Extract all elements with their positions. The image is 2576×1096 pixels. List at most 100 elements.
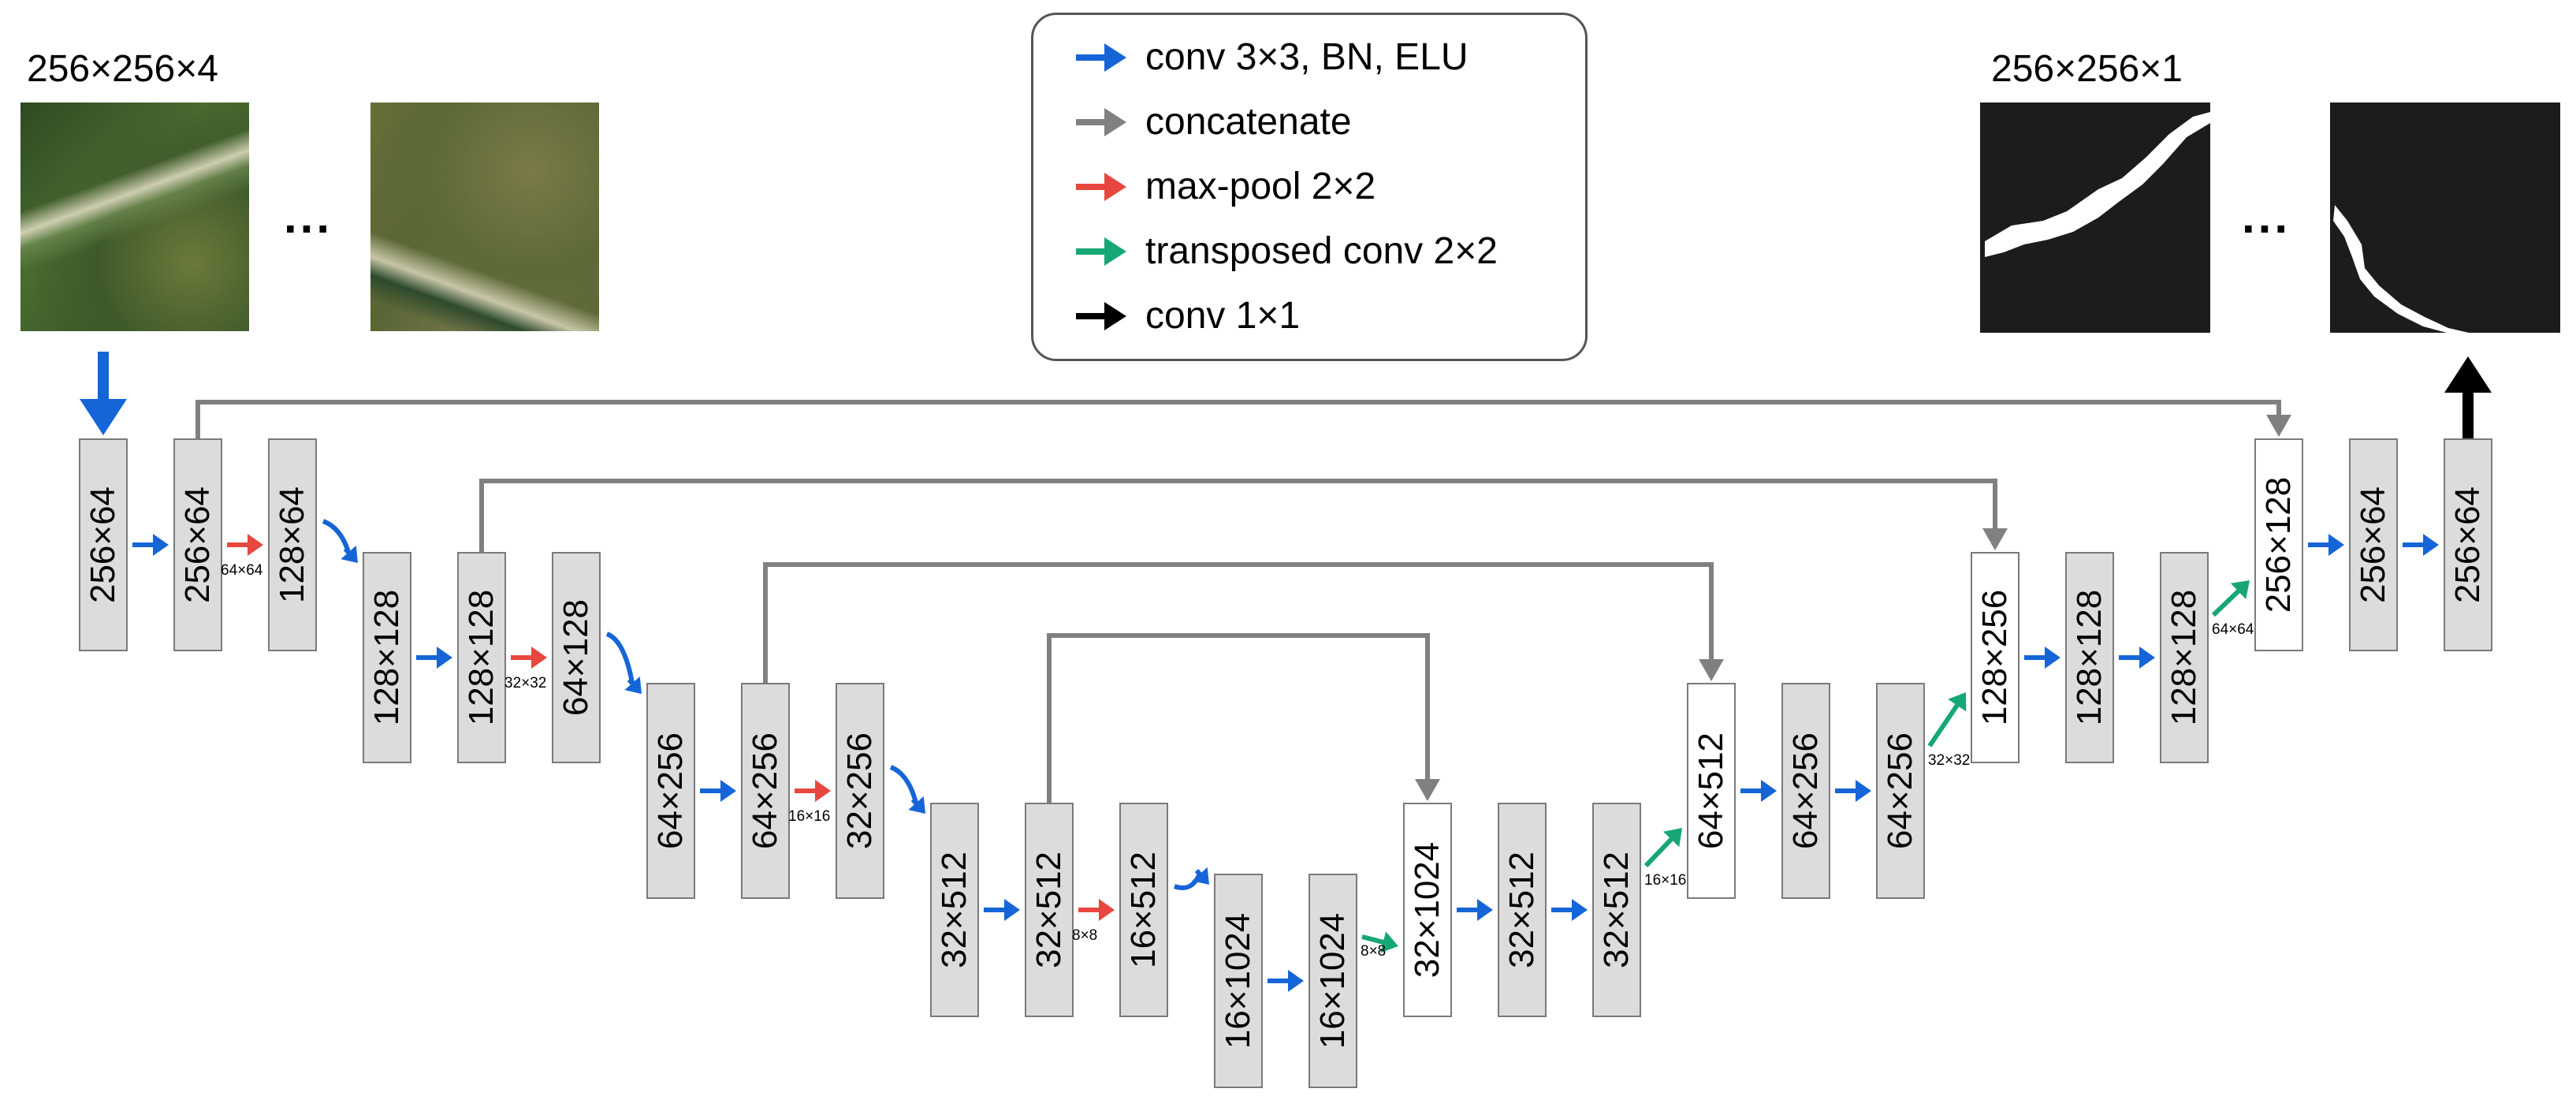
block-dims-label: 128×128 xyxy=(462,589,501,726)
concat-arrow-head xyxy=(2266,415,2291,437)
feature-block: 32×512 xyxy=(1025,803,1074,1017)
feature-block: 32×512 xyxy=(1592,803,1641,1017)
input-satellite-image-2 xyxy=(370,103,599,331)
pool-size-label: 32×32 xyxy=(504,675,547,692)
conv-arrow-head xyxy=(2423,534,2439,556)
block-dims-label: 64×128 xyxy=(557,598,595,717)
maxpool-arrow-head xyxy=(248,534,263,556)
conv-down-arrow-shaft xyxy=(889,765,918,803)
feature-block: 128×128 xyxy=(457,552,506,763)
legend-item-pool: max-pool 2×2 xyxy=(1033,163,1585,211)
conv-arrow-head xyxy=(2139,647,2155,669)
feature-block: 64×256 xyxy=(1781,683,1830,899)
block-dims-label: 128×128 xyxy=(2165,589,2203,726)
legend-item-upconv: transposed conv 2×2 xyxy=(1033,228,1585,275)
block-dims-label: 64×256 xyxy=(1881,732,1919,850)
conv-arrow-head xyxy=(2328,534,2344,556)
block-dims-label: 32×256 xyxy=(840,732,879,850)
input-arrow-head xyxy=(80,399,127,435)
conv-arrow-head xyxy=(1004,899,1020,921)
block-dims-label: 64×512 xyxy=(1692,732,1730,850)
feature-block: 32×512 xyxy=(930,803,979,1017)
block-dims-label: 16×1024 xyxy=(1219,912,1257,1049)
feature-block: 32×512 xyxy=(1498,803,1547,1017)
block-dims-label: 128×128 xyxy=(367,589,406,726)
conv-arrow-head xyxy=(1477,899,1493,921)
feature-block: 64×256 xyxy=(741,683,790,899)
feature-block: 16×1024 xyxy=(1214,874,1263,1088)
maxpool-arrow-head xyxy=(1099,899,1115,921)
concat-feature-block: 64×512 xyxy=(1687,683,1736,899)
feature-block: 128×64 xyxy=(268,438,317,651)
block-dims-label: 256×64 xyxy=(84,486,122,604)
input-dims-label: 256×256×4 xyxy=(27,48,218,90)
conv-arrow-head xyxy=(437,647,452,669)
upconv-size-label: 8×8 xyxy=(1361,943,1387,960)
upconv-arrow-head xyxy=(1380,931,1398,953)
pool-size-label: 8×8 xyxy=(1072,927,1098,944)
upconv-arrow-shaft xyxy=(1644,836,1674,868)
feature-block: 128×128 xyxy=(363,552,411,763)
legend-item-conv: conv 3×3, BN, ELU xyxy=(1033,34,1585,81)
conv-down-arrow-head xyxy=(624,676,642,694)
block-dims-label: 16×512 xyxy=(1124,851,1163,969)
conv-arrow-head xyxy=(1856,780,1871,802)
concat-arrow-head xyxy=(1415,779,1440,801)
concat-arrow-head xyxy=(1982,528,2008,550)
output-mask-image-2 xyxy=(2330,103,2560,333)
concat-feature-block: 128×256 xyxy=(1971,552,2019,763)
concat-connection xyxy=(763,562,1714,683)
input-satellite-image-1 xyxy=(20,103,249,331)
block-dims-label: 128×256 xyxy=(1975,589,2014,726)
maxpool-arrow-head xyxy=(531,647,547,669)
gray-arrow-icon xyxy=(1076,108,1126,136)
conv-down-arrow-head xyxy=(1192,867,1209,885)
conv-arrow-head xyxy=(153,534,169,556)
conv-arrow-head xyxy=(2045,647,2060,669)
conv-down-arrow-head xyxy=(341,545,358,563)
legend-label-conv: conv 3×3, BN, ELU xyxy=(1145,36,1469,78)
feature-block: 256×64 xyxy=(2444,438,2492,651)
red-arrow-icon xyxy=(1076,173,1126,201)
feature-block: 256×64 xyxy=(79,438,128,651)
upconv-arrow-shaft xyxy=(1361,934,1386,945)
upconv-arrow-shaft xyxy=(2211,588,2242,617)
conv-down-arrow-shaft xyxy=(605,632,635,684)
input-ellipsis: ... xyxy=(284,190,333,243)
upconv-size-label: 16×16 xyxy=(1644,872,1687,889)
concat-connection xyxy=(1047,633,1430,803)
upconv-arrow-head xyxy=(2230,580,2250,599)
block-dims-label: 64×256 xyxy=(1786,732,1825,850)
feature-block: 256×64 xyxy=(2349,438,2398,651)
conv-down-arrow-shaft xyxy=(322,519,351,553)
block-dims-label: 256×64 xyxy=(2354,486,2392,604)
conv-arrow-head xyxy=(1288,970,1304,992)
feature-block: 16×512 xyxy=(1119,803,1168,1017)
block-dims-label: 64×256 xyxy=(651,732,690,850)
legend: conv 3×3, BN, ELU concatenate max-pool 2… xyxy=(1031,13,1588,361)
concat-connection xyxy=(479,479,1997,552)
feature-block: 16×1024 xyxy=(1308,874,1357,1088)
upconv-arrow-shaft xyxy=(1927,703,1960,747)
block-dims-label: 128×128 xyxy=(2070,589,2109,726)
output-ellipsis: ... xyxy=(2242,190,2291,243)
feature-block: 32×256 xyxy=(836,683,884,899)
upconv-arrow-head xyxy=(1948,692,1967,712)
output-dims-label: 256×256×1 xyxy=(1991,48,2183,90)
legend-label-final: conv 1×1 xyxy=(1145,295,1301,337)
upconv-arrow-head xyxy=(1663,828,1682,848)
block-dims-label: 16×1024 xyxy=(1313,912,1352,1049)
legend-item-final: conv 1×1 xyxy=(1033,293,1585,340)
legend-item-concat: concatenate xyxy=(1033,99,1585,146)
conv-arrow-head xyxy=(1572,899,1588,921)
green-arrow-icon xyxy=(1076,237,1126,266)
feature-block: 64×256 xyxy=(1876,683,1925,899)
block-dims-label: 256×128 xyxy=(2259,476,2298,613)
upconv-size-label: 64×64 xyxy=(2212,621,2254,638)
feature-block: 64×128 xyxy=(552,552,601,763)
block-dims-label: 32×512 xyxy=(1502,851,1541,969)
conv-arrow-head xyxy=(1761,780,1777,802)
feature-block: 128×128 xyxy=(2065,552,2114,763)
